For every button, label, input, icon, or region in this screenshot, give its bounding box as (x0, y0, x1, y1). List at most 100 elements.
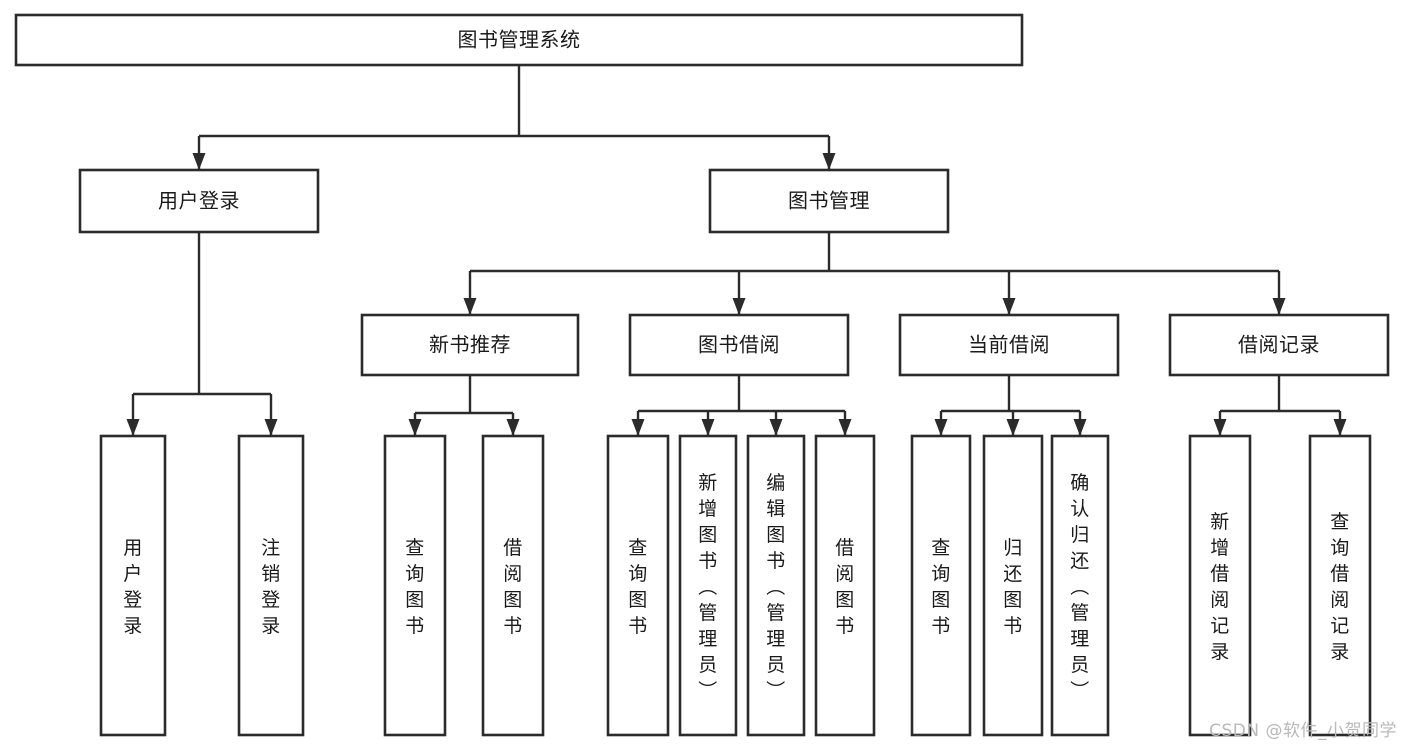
arrow-head-icon (732, 298, 746, 315)
label-glyph: 查 (1330, 511, 1350, 533)
label-glyph: 图 (931, 589, 951, 611)
leaf-node-8[interactable]: 查询图书 (910, 434, 972, 737)
level3-node-box[interactable] (1168, 313, 1390, 377)
connector-group-borrow-to-leaves (638, 375, 845, 413)
leaf-node-5[interactable]: 新增图书︵管理员︶ (678, 434, 738, 737)
label-glyph: 员 (698, 654, 718, 676)
watermark-label: CSDN @软件_小贺同学 (1209, 721, 1397, 741)
level3-node-0[interactable]: 新书推荐 (360, 313, 580, 377)
level3-node-label: 借阅记录 (1238, 333, 1320, 357)
label-glyph: ︵ (1070, 576, 1090, 598)
level2-node-box[interactable] (708, 168, 950, 234)
label-glyph: 书 (931, 615, 951, 637)
root-node-box[interactable] (14, 13, 1024, 67)
leaf-node-box[interactable] (1050, 434, 1110, 737)
leaf-node-box[interactable] (481, 434, 545, 737)
leaf-node-box[interactable] (982, 434, 1044, 737)
connector-group-current-to-leaves (941, 375, 1080, 413)
label-glyph: 书 (766, 550, 786, 572)
label-glyph: 阅 (503, 563, 523, 585)
level3-node-label: 新书推荐 (429, 333, 511, 357)
label-glyph: 图 (835, 589, 855, 611)
leaf-node-box[interactable] (606, 434, 670, 737)
level3-node-box[interactable] (360, 313, 580, 377)
leaf-node-3[interactable]: 借阅图书 (481, 434, 545, 737)
leaf-node-0[interactable]: 用户登录 (99, 434, 167, 737)
leaf-node-2[interactable]: 查询图书 (383, 434, 447, 737)
label-glyph: 录 (261, 615, 281, 637)
leaf-node-label: 查询图书 (931, 537, 951, 637)
label-glyph: 书 (405, 615, 425, 637)
leaf-node-box[interactable] (814, 434, 876, 737)
connector-drops-user-login-to-leaves (126, 394, 278, 436)
label-glyph: 询 (405, 563, 425, 585)
leaf-node-box[interactable] (99, 434, 167, 737)
leaf-node-box[interactable] (237, 434, 305, 737)
root-node-label: 图书管理系统 (458, 28, 581, 52)
level2-node-box[interactable] (78, 168, 320, 234)
label-glyph: 辑 (766, 498, 786, 520)
leaf-node-box[interactable] (383, 434, 447, 737)
leaf-node-box[interactable] (1188, 434, 1252, 737)
label-glyph: 书 (628, 615, 648, 637)
level3-node-box[interactable] (898, 313, 1120, 377)
nodes-layer: 图书管理系统用户登录图书管理新书推荐图书借阅当前借阅借阅记录用户登录注销登录查询… (14, 13, 1390, 737)
label-glyph: 确 (1070, 472, 1090, 494)
connector-group-new-book-to-leaves (415, 375, 513, 415)
leaf-node-11[interactable]: 新增借阅记录 (1188, 434, 1252, 737)
arrow-head-icon (1073, 419, 1087, 436)
leaf-node-1[interactable]: 注销登录 (237, 434, 305, 737)
arrow-head-icon (631, 419, 645, 436)
label-glyph: 阅 (1210, 589, 1230, 611)
label-glyph: ︶ (698, 680, 718, 702)
arrow-head-icon (264, 419, 278, 436)
level2-node-0[interactable]: 用户登录 (78, 168, 320, 234)
label-glyph: 理 (1070, 628, 1090, 650)
label-glyph: 图 (766, 524, 786, 546)
arrow-head-icon (1333, 419, 1347, 436)
leaf-node-label: 查询借阅记录 (1330, 511, 1350, 663)
level3-node-2[interactable]: 当前借阅 (898, 313, 1120, 377)
leaf-node-box[interactable] (910, 434, 972, 737)
leaf-node-10[interactable]: 确认归还︵管理员︶ (1050, 434, 1110, 737)
level2-node-label: 图书管理 (788, 189, 870, 213)
leaf-node-box[interactable] (746, 434, 806, 737)
level2-node-1[interactable]: 图书管理 (708, 168, 950, 234)
leaf-node-box[interactable] (678, 434, 738, 737)
label-glyph: 书 (835, 615, 855, 637)
connector-group-root-to-level2 (199, 65, 829, 138)
label-glyph: 管 (1070, 602, 1090, 624)
label-glyph: 查 (931, 537, 951, 559)
label-glyph: ︶ (1070, 680, 1090, 702)
arrow-head-icon (126, 419, 140, 436)
leaf-node-4[interactable]: 查询图书 (606, 434, 670, 737)
label-glyph: 登 (123, 589, 143, 611)
root-node-0[interactable]: 图书管理系统 (14, 13, 1024, 67)
label-glyph: 户 (123, 563, 143, 585)
label-glyph: 图 (628, 589, 648, 611)
label-glyph: 增 (1210, 537, 1230, 559)
level2-node-label: 用户登录 (158, 189, 240, 213)
label-glyph: 书 (1003, 615, 1023, 637)
label-glyph: 查 (628, 537, 648, 559)
label-glyph: 记 (1330, 615, 1350, 637)
label-glyph: 询 (1330, 537, 1350, 559)
arrow-head-icon (408, 419, 422, 436)
level3-node-3[interactable]: 借阅记录 (1168, 313, 1390, 377)
leaf-node-7[interactable]: 借阅图书 (814, 434, 876, 737)
label-glyph: 借 (1210, 563, 1230, 585)
connector-drops-book-mgmt-to-level3 (463, 271, 1286, 315)
level3-node-1[interactable]: 图书借阅 (628, 313, 850, 377)
label-glyph: 询 (931, 563, 951, 585)
label-glyph: 管 (698, 602, 718, 624)
leaf-node-box[interactable] (1308, 434, 1372, 737)
connector-drops-borrow-to-leaves (631, 411, 852, 436)
leaf-node-12[interactable]: 查询借阅记录 (1308, 434, 1372, 737)
level3-node-box[interactable] (628, 313, 850, 377)
label-glyph: 录 (1210, 641, 1230, 663)
label-glyph: 理 (766, 628, 786, 650)
label-glyph: 认 (1070, 498, 1090, 520)
leaf-node-9[interactable]: 归还图书 (982, 434, 1044, 737)
label-glyph: 登 (261, 589, 281, 611)
leaf-node-6[interactable]: 编辑图书︵管理员︶ (746, 434, 806, 737)
